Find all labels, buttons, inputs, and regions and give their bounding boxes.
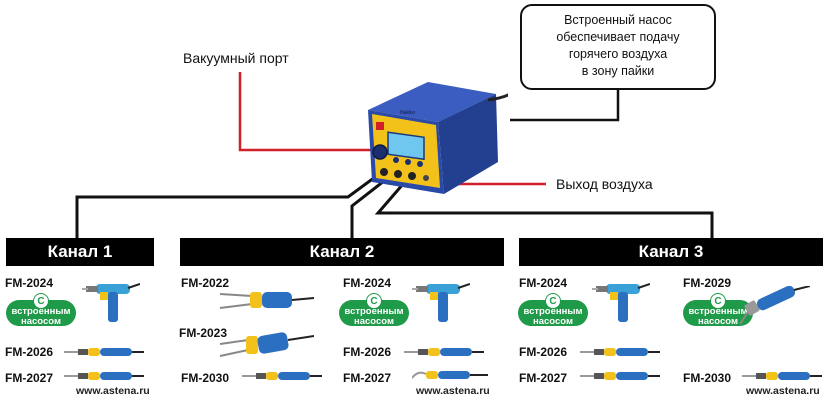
channel-3-model-2: FM-2026 — [519, 345, 568, 359]
iron-image — [242, 372, 322, 380]
desoldering-iron-image — [739, 286, 810, 325]
channel-2-model-3: FM-2030 — [181, 371, 230, 385]
built-in-pump-callout: Встроенный насос обеспечивает подачу гор… — [520, 4, 716, 90]
soldering-station-image — [368, 82, 508, 194]
channel-2-header: Канал 2 — [180, 238, 504, 266]
channel-2-website: www.astena.ru — [416, 385, 490, 397]
channel-2-model-5: FM-2026 — [343, 345, 392, 359]
channel-3-model-3: FM-2027 — [519, 371, 568, 385]
channel-3-website: www.astena.ru — [746, 385, 820, 397]
iron-image — [580, 348, 660, 356]
callout-line-2: обеспечивает подачу — [556, 30, 680, 44]
callout-line-1: Встроенный насос — [564, 13, 672, 27]
channel-2-cable — [350, 172, 394, 238]
channel-1-model-3: FM-2027 — [5, 371, 54, 385]
tweezers-image — [219, 292, 314, 309]
channel-1-model-2: FM-2026 — [5, 345, 54, 359]
channel-3-header: Канал 3 — [519, 238, 823, 266]
iron-image — [64, 348, 144, 356]
callout-line-3: горячего воздуха — [568, 47, 668, 61]
channel-2-model-4: FM-2024 — [343, 276, 392, 290]
iron-image — [412, 371, 488, 379]
channel-2-model-2: FM-2023 — [179, 326, 228, 340]
tweezers-image — [219, 332, 314, 357]
channel-3-model-4: FM-2029 — [683, 276, 732, 290]
air-outlet-label: Выход воздуха — [556, 176, 653, 192]
channel-3-model-5: FM-2030 — [683, 371, 732, 385]
desoldering-gun-image — [592, 283, 650, 322]
callout-line-4: в зону пайки — [581, 64, 655, 78]
channel-3-cable — [374, 175, 714, 238]
iron-image — [742, 372, 822, 380]
channel-1-cable — [75, 170, 383, 238]
vacuum-port-pointer — [238, 72, 372, 152]
channel-1-model-1: FM-2024 — [5, 276, 54, 290]
channel-2-model-6: FM-2027 — [343, 371, 392, 385]
iron-image — [64, 372, 144, 380]
iron-image — [580, 372, 660, 380]
vacuum-port-label: Вакуумный порт — [183, 50, 289, 66]
station-brand-label: Hakko — [400, 110, 416, 116]
iron-image — [404, 348, 484, 356]
channel-3-model-1: FM-2024 — [519, 276, 568, 290]
channel-1-header: Канал 1 — [6, 238, 154, 266]
channel-2-model-1: FM-2022 — [181, 276, 230, 290]
callout-pointer — [510, 90, 620, 122]
desoldering-gun-image — [82, 283, 140, 322]
channel-1-website: www.astena.ru — [76, 385, 150, 397]
desoldering-gun-image — [412, 283, 470, 322]
